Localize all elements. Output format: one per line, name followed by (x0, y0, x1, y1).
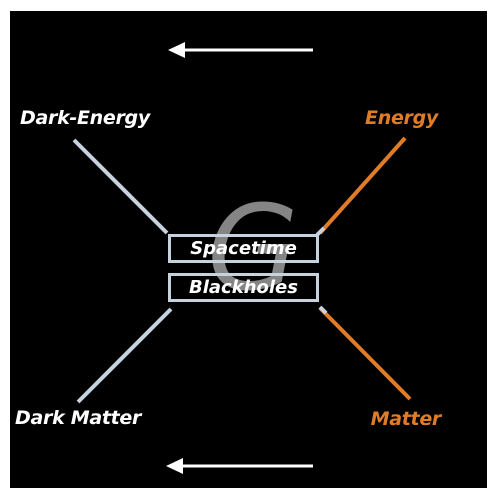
diagram-canvas: G Spacetime Blackholes Dark-Energy Energ… (10, 11, 487, 488)
line-dark-matter (76, 307, 173, 404)
line-dark-energy (72, 138, 169, 235)
blackholes-box: Blackholes (168, 273, 319, 302)
label-dark-matter: Dark Matter (15, 407, 142, 429)
bottom-arrow-left (166, 458, 313, 474)
g-watermark: G (207, 179, 299, 317)
connector-bottom-right (318, 305, 328, 315)
label-matter: Matter (370, 408, 442, 430)
spacetime-box: Spacetime (168, 234, 319, 263)
line-matter (318, 306, 412, 401)
label-dark-energy: Dark-Energy (20, 107, 150, 129)
label-energy: Energy (365, 107, 438, 129)
diagram-lines (72, 42, 412, 474)
connector-top-right (315, 226, 326, 237)
top-arrow-left (168, 42, 313, 58)
line-energy (318, 136, 407, 235)
